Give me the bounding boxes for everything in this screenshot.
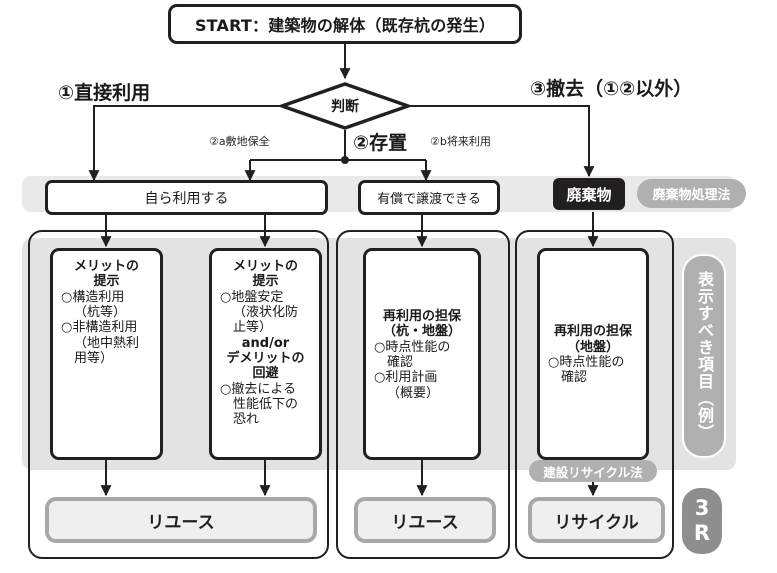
- decision-label: 判断: [331, 99, 359, 115]
- branch-label-keep: ②存置: [353, 132, 408, 154]
- detail-box-reuse-pile-ground: 再利用の担保 （杭・地盤） ○時点性能の 確認 ○利用計画 （概要）: [363, 248, 481, 460]
- pill-construction-recycling-law: 建設リサイクル法: [529, 460, 657, 482]
- detail-heading: 回避: [252, 366, 279, 382]
- detail-connector: and/or: [241, 335, 290, 351]
- detail-box-direct-ground: メリットの 提示 ○地盤安定 （液状化防 止等） and/or デメリットの 回…: [209, 248, 322, 460]
- detail-item: ○地盤安定: [220, 289, 284, 305]
- result-reuse-2: リユース: [354, 497, 496, 543]
- detail-heading: メリットの: [232, 259, 298, 274]
- detail-item: 恐れ: [233, 412, 260, 428]
- branch-label-removal: ③撤去（①②以外）: [530, 78, 693, 100]
- box-self-use: 自ら利用する: [45, 180, 328, 215]
- group-container-waste: [515, 230, 674, 559]
- detail-heading: 再利用の担保: [382, 309, 461, 325]
- detail-item: （概要）: [387, 385, 440, 401]
- side-label-display-items: 表示すべき項目（例）: [682, 254, 726, 458]
- result-reuse-1: リユース: [45, 497, 317, 543]
- pill-waste-disposal-law: 廃棄物処理法: [637, 179, 746, 208]
- decision-diamond: [280, 82, 410, 130]
- box-waste: 廃棄物: [553, 178, 625, 210]
- group-container-transfer: [336, 230, 510, 559]
- detail-item: 確認: [387, 355, 414, 370]
- detail-heading: 提示: [252, 274, 279, 290]
- side-label-3r: 3R: [682, 488, 722, 554]
- detail-item: （地中熱利: [74, 335, 140, 351]
- detail-item: 止等）: [233, 320, 273, 336]
- detail-heading: 再利用の担保: [553, 324, 632, 340]
- detail-item: ○時点性能の: [548, 355, 625, 370]
- detail-item: ○非構造利用: [61, 320, 138, 336]
- detail-heading: 提示: [93, 274, 120, 290]
- group-container-direct-use: [28, 230, 329, 559]
- detail-box-reuse-ground: 再利用の担保 （地盤） ○時点性能の 確認: [537, 248, 649, 460]
- start-node: START：建築物の解体（既存杭の発生）: [168, 4, 522, 44]
- branch-label-direct-use: ①直接利用: [58, 82, 151, 104]
- detail-heading: （地盤）: [566, 339, 619, 355]
- detail-heading: デメリットの: [226, 350, 305, 366]
- result-recycle: リサイクル: [528, 497, 665, 543]
- box-paid-transfer: 有償で譲渡できる: [358, 180, 500, 215]
- detail-item: ○構造利用: [61, 289, 125, 305]
- detail-item: （液状化防: [233, 304, 299, 320]
- detail-item: 用等）: [74, 350, 114, 366]
- detail-item: 性能低下の: [233, 396, 299, 412]
- detail-item: 確認: [561, 370, 588, 386]
- detail-item: ○撤去による: [220, 381, 296, 397]
- branch-label-keep-a: ②a敷地保全: [209, 135, 270, 148]
- branch-label-keep-b: ②b将来利用: [430, 135, 491, 148]
- detail-item: ○利用計画: [374, 370, 438, 386]
- detail-box-direct-structural: メリットの 提示 ○構造利用 （杭等） ○非構造利用 （地中熱利 用等）: [50, 248, 163, 460]
- detail-heading: メリットの: [73, 259, 139, 274]
- detail-item: ○時点性能の: [374, 339, 451, 355]
- detail-item: （杭等）: [74, 304, 127, 320]
- detail-heading: （杭・地盤）: [382, 324, 461, 340]
